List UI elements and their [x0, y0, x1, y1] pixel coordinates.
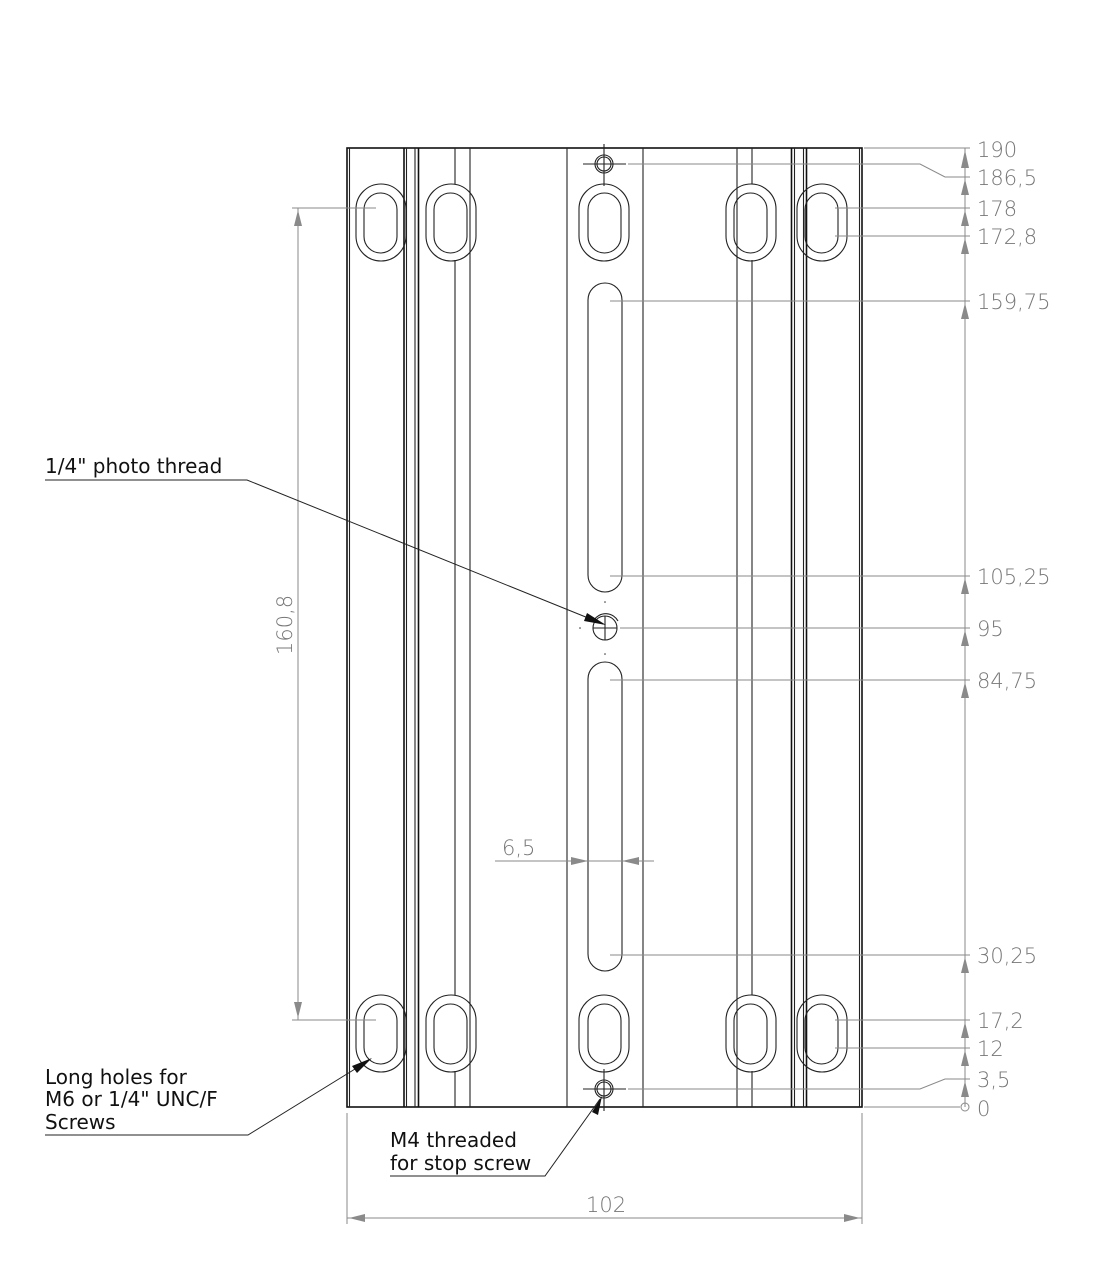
slot-width-dimension: 6,5: [495, 836, 654, 865]
annotation-m4-threaded: M4 threaded for stop screw: [390, 1096, 602, 1177]
dim-3-5: 3,5: [977, 1068, 1010, 1092]
dim-172-8: 172,8: [977, 225, 1037, 249]
long-hole-top-1: [355, 183, 407, 262]
long-hole-bottom-3: [578, 994, 630, 1073]
dim-160-8: 160,8: [273, 595, 297, 655]
right-ordinate-dimensions: 190 186,5 178 172,8 159,75 105,25 95 84,…: [610, 138, 1050, 1121]
long-hole-bottom-4: [725, 994, 777, 1073]
annotation-photo-thread: 1/4" photo thread: [45, 454, 606, 625]
dim-159-75: 159,75: [977, 290, 1050, 314]
dim-105-25: 105,25: [977, 565, 1050, 589]
long-holes-label-line3: Screws: [45, 1110, 116, 1134]
dim-0: 0: [977, 1097, 990, 1121]
center-slot-lower: [587, 661, 623, 972]
dim-17-2: 17,2: [977, 1009, 1024, 1033]
photo-thread-hole: [579, 601, 619, 655]
dim-95: 95: [977, 617, 1004, 641]
left-dimension-160-8: 160,8: [273, 207, 376, 1021]
dim-186-5: 186,5: [977, 166, 1037, 190]
center-slot-upper: [587, 282, 623, 593]
dim-6-5: 6,5: [502, 836, 535, 860]
long-hole-bottom-5: [796, 994, 848, 1073]
long-hole-top-4: [725, 183, 777, 262]
long-hole-top-5: [796, 183, 848, 262]
dim-30-25: 30,25: [977, 944, 1037, 968]
dim-102: 102: [586, 1193, 626, 1217]
m4-label-line1: M4 threaded: [390, 1128, 517, 1152]
long-holes-label-line1: Long holes for: [45, 1065, 188, 1089]
long-holes-label-line2: M6 or 1/4" UNC/F: [45, 1087, 218, 1111]
photo-thread-label: 1/4" photo thread: [45, 454, 222, 478]
dim-190: 190: [977, 138, 1017, 162]
bottom-width-dimension: 102: [346, 1113, 863, 1224]
annotation-long-holes: Long holes for M6 or 1/4" UNC/F Screws: [45, 1058, 372, 1136]
long-hole-bottom-1: [355, 994, 407, 1073]
long-hole-top-3: [578, 183, 630, 262]
dim-12: 12: [977, 1037, 1004, 1061]
long-hole-bottom-2: [425, 994, 477, 1073]
m4-hole-bottom: [583, 1069, 626, 1111]
dim-178: 178: [977, 197, 1017, 221]
dim-84-75: 84,75: [977, 669, 1037, 693]
center-slots: [587, 282, 623, 972]
long-holes: [355, 183, 848, 1073]
long-hole-top-2: [425, 183, 477, 262]
m4-label-line2: for stop screw: [390, 1151, 531, 1175]
m4-hole-top: [583, 144, 626, 186]
